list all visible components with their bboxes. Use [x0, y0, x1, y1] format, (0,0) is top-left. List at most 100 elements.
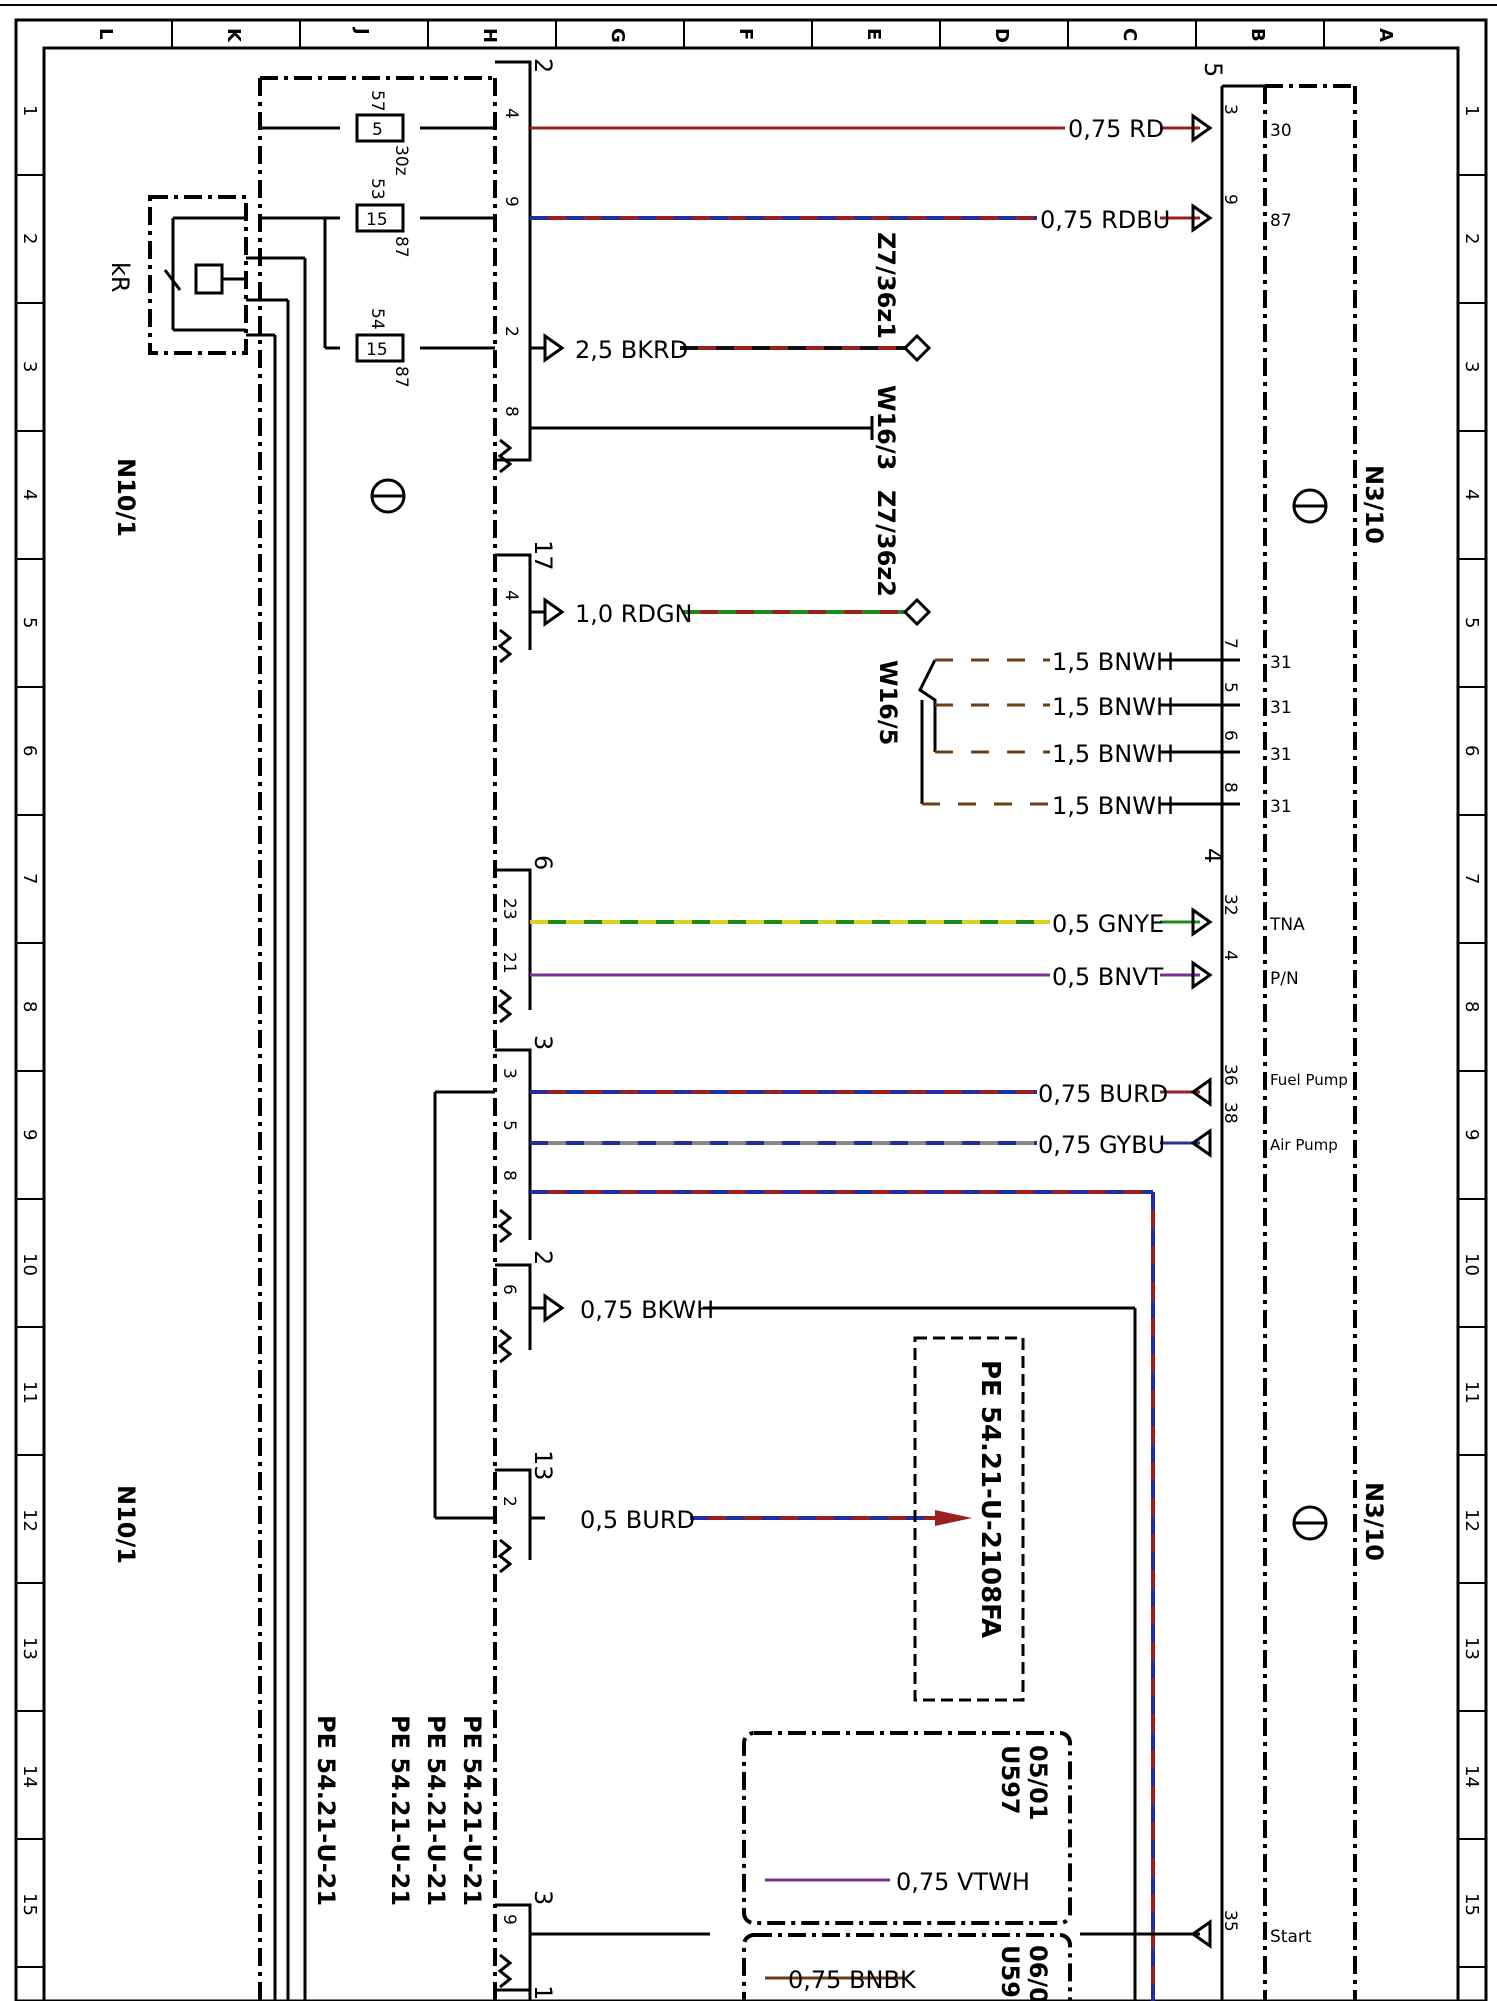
- pe-reference-label: PE 54.21-U-2108FA: [975, 1360, 1005, 1638]
- component-label: Z7/36z2: [872, 490, 900, 597]
- col-label: D: [991, 28, 1012, 43]
- wire-right-pin: 38: [1220, 1102, 1240, 1124]
- connector-label: 3: [529, 1890, 557, 1905]
- wire-ground-w16-3: 8 W16/3 Z7/36z2: [501, 385, 900, 597]
- fuse-feed-lines: [260, 126, 495, 350]
- row-label: 1: [19, 105, 40, 116]
- wire-start: 9 35 Start: [499, 1910, 1312, 1947]
- wire-label: 0,5 BURD: [580, 1506, 695, 1534]
- pe-reference-box: [913, 1336, 1025, 1702]
- row-label: 4: [1461, 489, 1482, 500]
- fuse-side: 30z: [391, 145, 411, 176]
- wire-left-pin: 2: [499, 1496, 519, 1507]
- wire-right-pin: 32: [1220, 894, 1240, 916]
- row-grid: [16, 174, 1486, 1968]
- row-label: 8: [19, 1001, 40, 1012]
- col-label: J: [351, 26, 372, 35]
- wire-gnye: 0,5 GNYE 23 32 TNA: [499, 894, 1305, 938]
- u59x-box: 06/0 U59 0,75 BNBK: [742, 1933, 1072, 2001]
- relay-conductors: [246, 256, 307, 2001]
- n3-10-module-boundary: [1263, 84, 1357, 2001]
- row-label: 10: [19, 1253, 40, 1276]
- fuse-value: 15: [366, 340, 388, 360]
- fuse-1: 5 57 30z: [355, 90, 411, 176]
- connector-label: 13: [529, 1450, 557, 1481]
- fuse-2: 15 53 87: [355, 178, 411, 258]
- row-label: 13: [1461, 1637, 1482, 1660]
- wire-label: 1,5 BNWH: [1052, 740, 1174, 768]
- module-symbol-icon: [370, 478, 1328, 1541]
- relay-boundary: [148, 195, 248, 355]
- row-label: 5: [19, 617, 40, 628]
- right-connector-numbers: 5 4: [1199, 62, 1227, 863]
- row-label: 4: [19, 489, 40, 500]
- wire-left-pin: 6: [499, 1284, 519, 1295]
- row-label: 9: [19, 1129, 40, 1140]
- row-label: 8: [1461, 1001, 1482, 1012]
- row-label: 12: [19, 1509, 40, 1532]
- u597-box: 05/01 U597 0,75 VTWH: [742, 1731, 1072, 1925]
- col-label: H: [479, 28, 500, 43]
- col-label: A: [1375, 28, 1396, 42]
- row-label: 14: [1461, 1765, 1482, 1788]
- wire-left-pin: 5: [499, 1120, 519, 1131]
- wire-label: 1,0 RDGN: [575, 600, 693, 628]
- wire-bkwh: 0,75 BKWH 6: [499, 1284, 1137, 2001]
- component-label: Z7/36z1: [872, 232, 900, 339]
- wire-left-pin: 4: [501, 590, 521, 601]
- wire-label: 1,5 BNWH: [1052, 792, 1174, 820]
- wire-terminal: 87: [1270, 211, 1292, 231]
- wire-terminal: 31: [1270, 797, 1292, 817]
- col-label: C: [1119, 28, 1140, 41]
- wire-rdbu: 0,75 RDBU 9 9 87: [501, 194, 1292, 234]
- fuse-top: 53: [367, 178, 387, 200]
- wire-burd-ref: 0,5 BURD 2: [499, 1496, 972, 1534]
- col-label: F: [735, 28, 756, 40]
- wire-left-pin: 4: [501, 108, 521, 119]
- wire-terminal: Fuel Pump: [1270, 1071, 1348, 1089]
- connector-label: 4: [1199, 848, 1227, 863]
- n10-1-label: N10/1: [112, 1485, 140, 1564]
- wire-right-pin: 35: [1220, 1910, 1240, 1932]
- component-label: W16/5: [874, 660, 902, 745]
- row-label: 15: [19, 1893, 40, 1916]
- row-label: 1: [1461, 105, 1482, 116]
- wire-left-pin: 9: [501, 196, 521, 207]
- wire-left-pin: 8: [499, 1170, 519, 1181]
- sheet-frame: [0, 4, 1497, 2001]
- wire-rd: 0,75 RD 4 3 30: [501, 104, 1292, 143]
- wire-label: 0,75 BKWH: [580, 1296, 714, 1324]
- wire-left-pin: 8: [501, 406, 521, 417]
- relay-kr: [163, 216, 246, 332]
- wire-label: 1,5 BNWH: [1052, 693, 1174, 721]
- wire-terminal: 31: [1270, 745, 1292, 765]
- wire-right-pin: 6: [1220, 730, 1240, 741]
- wire-left-pin: 23: [499, 898, 519, 920]
- pe-stack-label: PE 54.21-U-21: [312, 1715, 340, 1906]
- n3-10-label: N3/10: [1360, 1482, 1388, 1561]
- row-label: 5: [1461, 617, 1482, 628]
- connector-label: 6: [529, 855, 557, 870]
- wire-label: 0,75 RD: [1068, 115, 1164, 143]
- n3-10-label: N3/10: [1360, 465, 1388, 544]
- n10-1-label: N10/1: [112, 458, 140, 537]
- u597-ref: 05/01: [1024, 1745, 1052, 1821]
- fuse-value: 5: [372, 120, 383, 140]
- pe-stack-label: PE 54.21-U-21: [458, 1715, 486, 1906]
- wire-label: 2,5 BKRD: [575, 336, 688, 364]
- connector-label: 17: [529, 540, 557, 571]
- pe-reference-stack: PE 54.21-U-21 PE 54.21-U-21 PE 54.21-U-2…: [312, 1715, 486, 1906]
- wire-terminal: TNA: [1269, 915, 1305, 935]
- wire-rdbu-long: 8: [499, 1170, 1155, 2001]
- fuse-side: 87: [391, 236, 411, 258]
- wire-label: 0,5 BNVT: [1052, 963, 1164, 991]
- connector-label: 5: [1199, 62, 1227, 77]
- col-label: K: [223, 28, 244, 43]
- col-label: B: [1247, 28, 1268, 42]
- wire-left-pin: 9: [499, 1914, 519, 1925]
- row-label: 6: [1461, 745, 1482, 756]
- wire-right-pin: 36: [1220, 1064, 1240, 1086]
- wire-right-pin: 9: [1220, 194, 1240, 205]
- wire-label: 0,75 BURD: [1038, 1080, 1168, 1108]
